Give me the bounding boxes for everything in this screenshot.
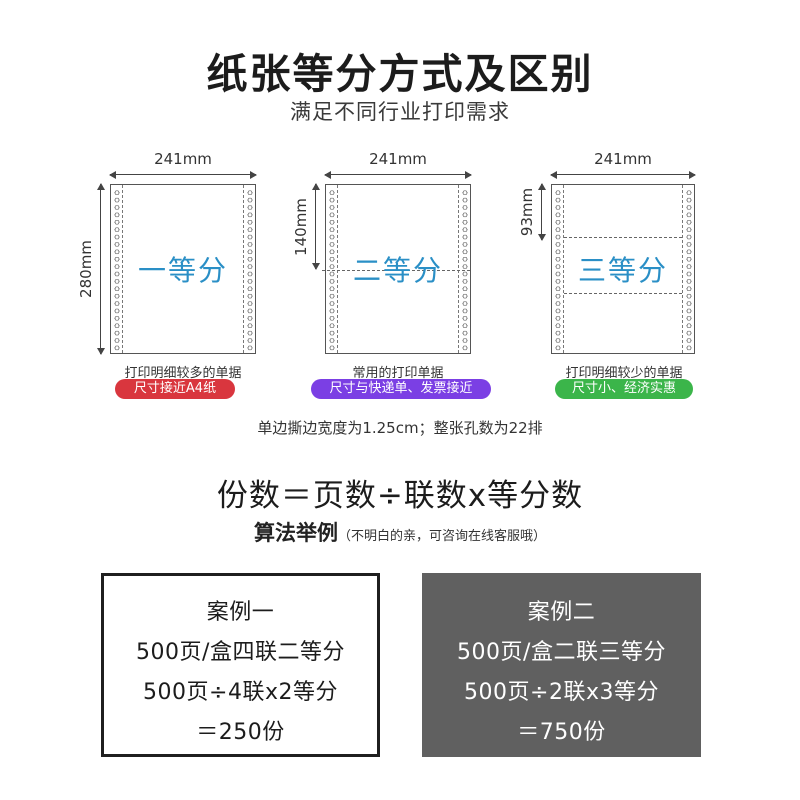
height-label: 280mm: [77, 240, 95, 298]
size-pill: 尺寸与快递单、发票接近: [311, 379, 491, 399]
case-title: 案例一: [206, 600, 275, 625]
case-title: 案例二: [527, 600, 596, 625]
width-label: 241mm: [369, 150, 427, 168]
algorithm-note: （不明白的亲，可咨询在线客服哦）: [337, 529, 546, 544]
part-label: 三等分: [577, 254, 668, 287]
algorithm-heading: 算法举例（不明白的亲，可咨询在线客服哦）: [0, 517, 800, 547]
width-dimension: 241mm: [324, 150, 472, 179]
algorithm-title: 算法举例: [253, 521, 338, 545]
case-result: ＝250份: [196, 720, 285, 745]
width-arrow: [550, 171, 696, 179]
part-label: 二等分: [352, 254, 443, 287]
page-title: 纸张等分方式及区别: [206, 50, 594, 98]
case-one-box: 案例一 500页/盒四联二等分 500页÷4联x2等分 ＝250份: [101, 573, 380, 757]
right-tear-strip: [243, 185, 255, 353]
size-pill: 尺寸小、经济实惠: [555, 379, 693, 399]
case-line: 500页/盒二联三等分: [457, 640, 666, 665]
sprocket-holes: [555, 189, 561, 351]
paper-sheet: 二等分: [322, 184, 471, 354]
height-arrow: [97, 183, 105, 355]
width-arrow: [324, 171, 472, 179]
case-result: ＝750份: [517, 720, 606, 745]
width-label: 241mm: [154, 150, 212, 168]
formula: 份数＝页数÷联数x等分数: [216, 478, 584, 514]
height-label: 140mm: [292, 197, 310, 256]
sprocket-holes: [686, 189, 692, 351]
height-label: 93mm: [518, 187, 536, 237]
height-arrow: [312, 183, 320, 270]
height-dimension: 140mm: [292, 183, 320, 270]
case-line: 500页÷2联x3等分: [464, 680, 659, 705]
width-arrow: [109, 171, 257, 179]
height-arrow: [538, 183, 546, 241]
width-label: 241mm: [594, 150, 652, 168]
right-tear-strip: [682, 185, 694, 353]
height-dimension: 280mm: [77, 183, 105, 355]
left-tear-strip: [552, 185, 564, 353]
case-line: 500页÷4联x2等分: [143, 680, 338, 705]
split-line: [322, 270, 470, 271]
paper-description: 打印明细较多的单据: [124, 366, 242, 381]
split-line: [564, 237, 682, 238]
width-dimension: 241mm: [550, 150, 696, 179]
page-subtitle: 满足不同行业打印需求: [290, 100, 510, 124]
case-two-box: 案例二 500页/盒二联三等分 500页÷2联x3等分 ＝750份: [422, 573, 701, 757]
perforation-note: 单边撕边宽度为1.25cm；整张孔数为22排: [257, 419, 543, 437]
width-dimension: 241mm: [109, 150, 257, 179]
paper-sheet: 一等分: [110, 184, 256, 354]
case-line: 500页/盒四联二等分: [136, 640, 345, 665]
sprocket-holes: [114, 189, 120, 351]
height-dimension: 93mm: [518, 183, 546, 241]
paper-description: 常用的打印单据: [352, 366, 444, 381]
split-line: [564, 293, 682, 294]
sprocket-holes: [247, 189, 253, 351]
paper-sheet: 三等分: [551, 184, 695, 354]
left-tear-strip: [111, 185, 123, 353]
paper-description: 打印明细较少的单据: [565, 366, 683, 381]
size-pill: 尺寸接近A4纸: [115, 379, 235, 399]
part-label: 一等分: [137, 254, 228, 287]
